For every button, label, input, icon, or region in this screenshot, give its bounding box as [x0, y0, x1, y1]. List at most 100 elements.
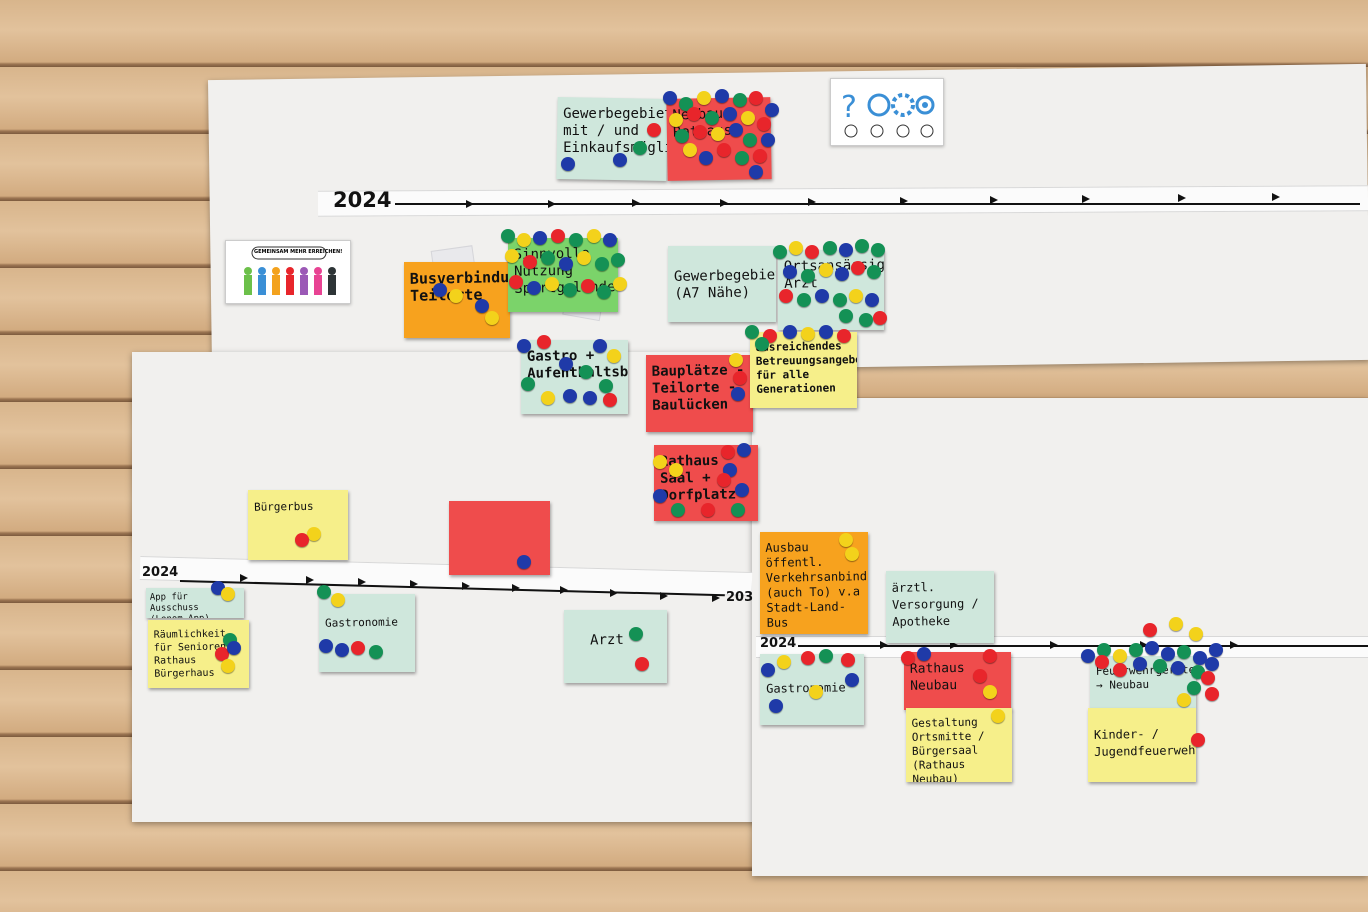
voting-dot	[331, 593, 345, 607]
voting-dot	[731, 387, 745, 401]
note-kinder-jugend-feuerwehr: Kinder- / Jugendfeuerwehr	[1088, 708, 1196, 782]
voting-dot	[717, 143, 731, 157]
voting-dot	[871, 243, 885, 257]
voting-dot	[733, 93, 747, 107]
voting-dot	[717, 473, 731, 487]
voting-dot	[867, 265, 881, 279]
voting-dot	[613, 277, 627, 291]
voting-dot	[653, 455, 667, 469]
voting-dot	[819, 263, 833, 277]
voting-dot	[1193, 651, 1207, 665]
note-gastronomie-left: Gastronomie	[319, 594, 415, 672]
voting-dot	[693, 125, 707, 139]
voting-dot	[475, 299, 489, 313]
voting-dot	[1143, 623, 1157, 637]
voting-dot	[783, 325, 797, 339]
voting-dot	[579, 365, 593, 379]
voting-dot	[559, 257, 573, 271]
voting-dot	[221, 587, 235, 601]
voting-dot	[873, 311, 887, 325]
voting-dot	[675, 129, 689, 143]
voting-dot	[745, 325, 759, 339]
voting-dot	[699, 151, 713, 165]
note-red-card	[449, 501, 550, 575]
voting-dot	[505, 249, 519, 263]
voting-dot	[317, 585, 331, 599]
voting-dot	[1177, 645, 1191, 659]
voting-dot	[839, 309, 853, 323]
year-label-partial: 203	[726, 590, 754, 605]
voting-dot	[1161, 647, 1175, 661]
voting-dot	[789, 241, 803, 255]
voting-dot	[523, 255, 537, 269]
voting-dot	[517, 233, 531, 247]
voting-dot	[563, 389, 577, 403]
svg-text:?: ?	[841, 90, 857, 125]
voting-dot	[227, 641, 241, 655]
voting-dot	[1187, 681, 1201, 695]
voting-dot	[635, 657, 649, 671]
voting-dot	[607, 349, 621, 363]
year-label-left: 2024	[142, 565, 179, 580]
voting-dot	[797, 293, 811, 307]
voting-dot	[613, 153, 627, 167]
team-banner-graphic: GEMEINSAM MEHR ERREICHEN!	[225, 240, 351, 304]
voting-dot	[319, 639, 333, 653]
note-gewerbe-a7: Gewerbegebiet (A7 Nähe)	[668, 246, 776, 322]
note-buergerbus: Bürgerbus	[248, 490, 348, 560]
voting-dot	[849, 289, 863, 303]
voting-dot	[671, 503, 685, 517]
voting-dot	[711, 127, 725, 141]
voting-dot	[865, 293, 879, 307]
note-aerztl-versorgung: ärztl. Versorgung / Apotheke	[886, 571, 994, 643]
voting-dot	[517, 339, 531, 353]
voting-dot	[669, 113, 683, 127]
voting-dot	[653, 489, 667, 503]
voting-dot	[599, 379, 613, 393]
voting-dot	[721, 445, 735, 459]
voting-dot	[1145, 641, 1159, 655]
voting-dot	[577, 251, 591, 265]
voting-dot	[991, 709, 1005, 723]
voting-dot	[629, 627, 643, 641]
voting-dot	[1171, 661, 1185, 675]
voting-dot	[839, 533, 853, 547]
voting-dot	[1153, 659, 1167, 673]
voting-dot	[595, 257, 609, 271]
voting-dot	[973, 669, 987, 683]
voting-dot	[215, 647, 229, 661]
voting-dot	[449, 289, 463, 303]
voting-dot	[917, 647, 931, 661]
idea-icons-graphic: ?	[830, 78, 944, 146]
voting-dot	[509, 275, 523, 289]
voting-dot	[561, 157, 575, 171]
voting-dot	[1205, 687, 1219, 701]
voting-dot	[761, 133, 775, 147]
voting-dot	[351, 641, 365, 655]
team-people-icon	[244, 246, 336, 295]
voting-dot	[521, 377, 535, 391]
voting-dot	[753, 149, 767, 163]
voting-dot	[545, 277, 559, 291]
voting-dot	[845, 673, 859, 687]
voting-dot	[517, 555, 531, 569]
voting-dot	[647, 123, 661, 137]
voting-dot	[749, 165, 763, 179]
voting-dot	[851, 261, 865, 275]
voting-dot	[1113, 663, 1127, 677]
voting-dot	[783, 265, 797, 279]
voting-dot	[731, 503, 745, 517]
voting-dot	[855, 239, 869, 253]
year-label-top: 2024	[333, 188, 392, 212]
voting-dot	[983, 649, 997, 663]
voting-dot	[805, 245, 819, 259]
year-label-right: 2024	[760, 636, 797, 651]
voting-dot	[537, 335, 551, 349]
voting-dot	[1201, 671, 1215, 685]
voting-dot	[663, 91, 677, 105]
voting-dot	[769, 699, 783, 713]
voting-dot	[1081, 649, 1095, 663]
voting-dot	[729, 123, 743, 137]
voting-dot	[815, 289, 829, 303]
note-sinnvolle-nutzung: Sinnvolle Nutzung Sportgelände	[508, 238, 618, 312]
